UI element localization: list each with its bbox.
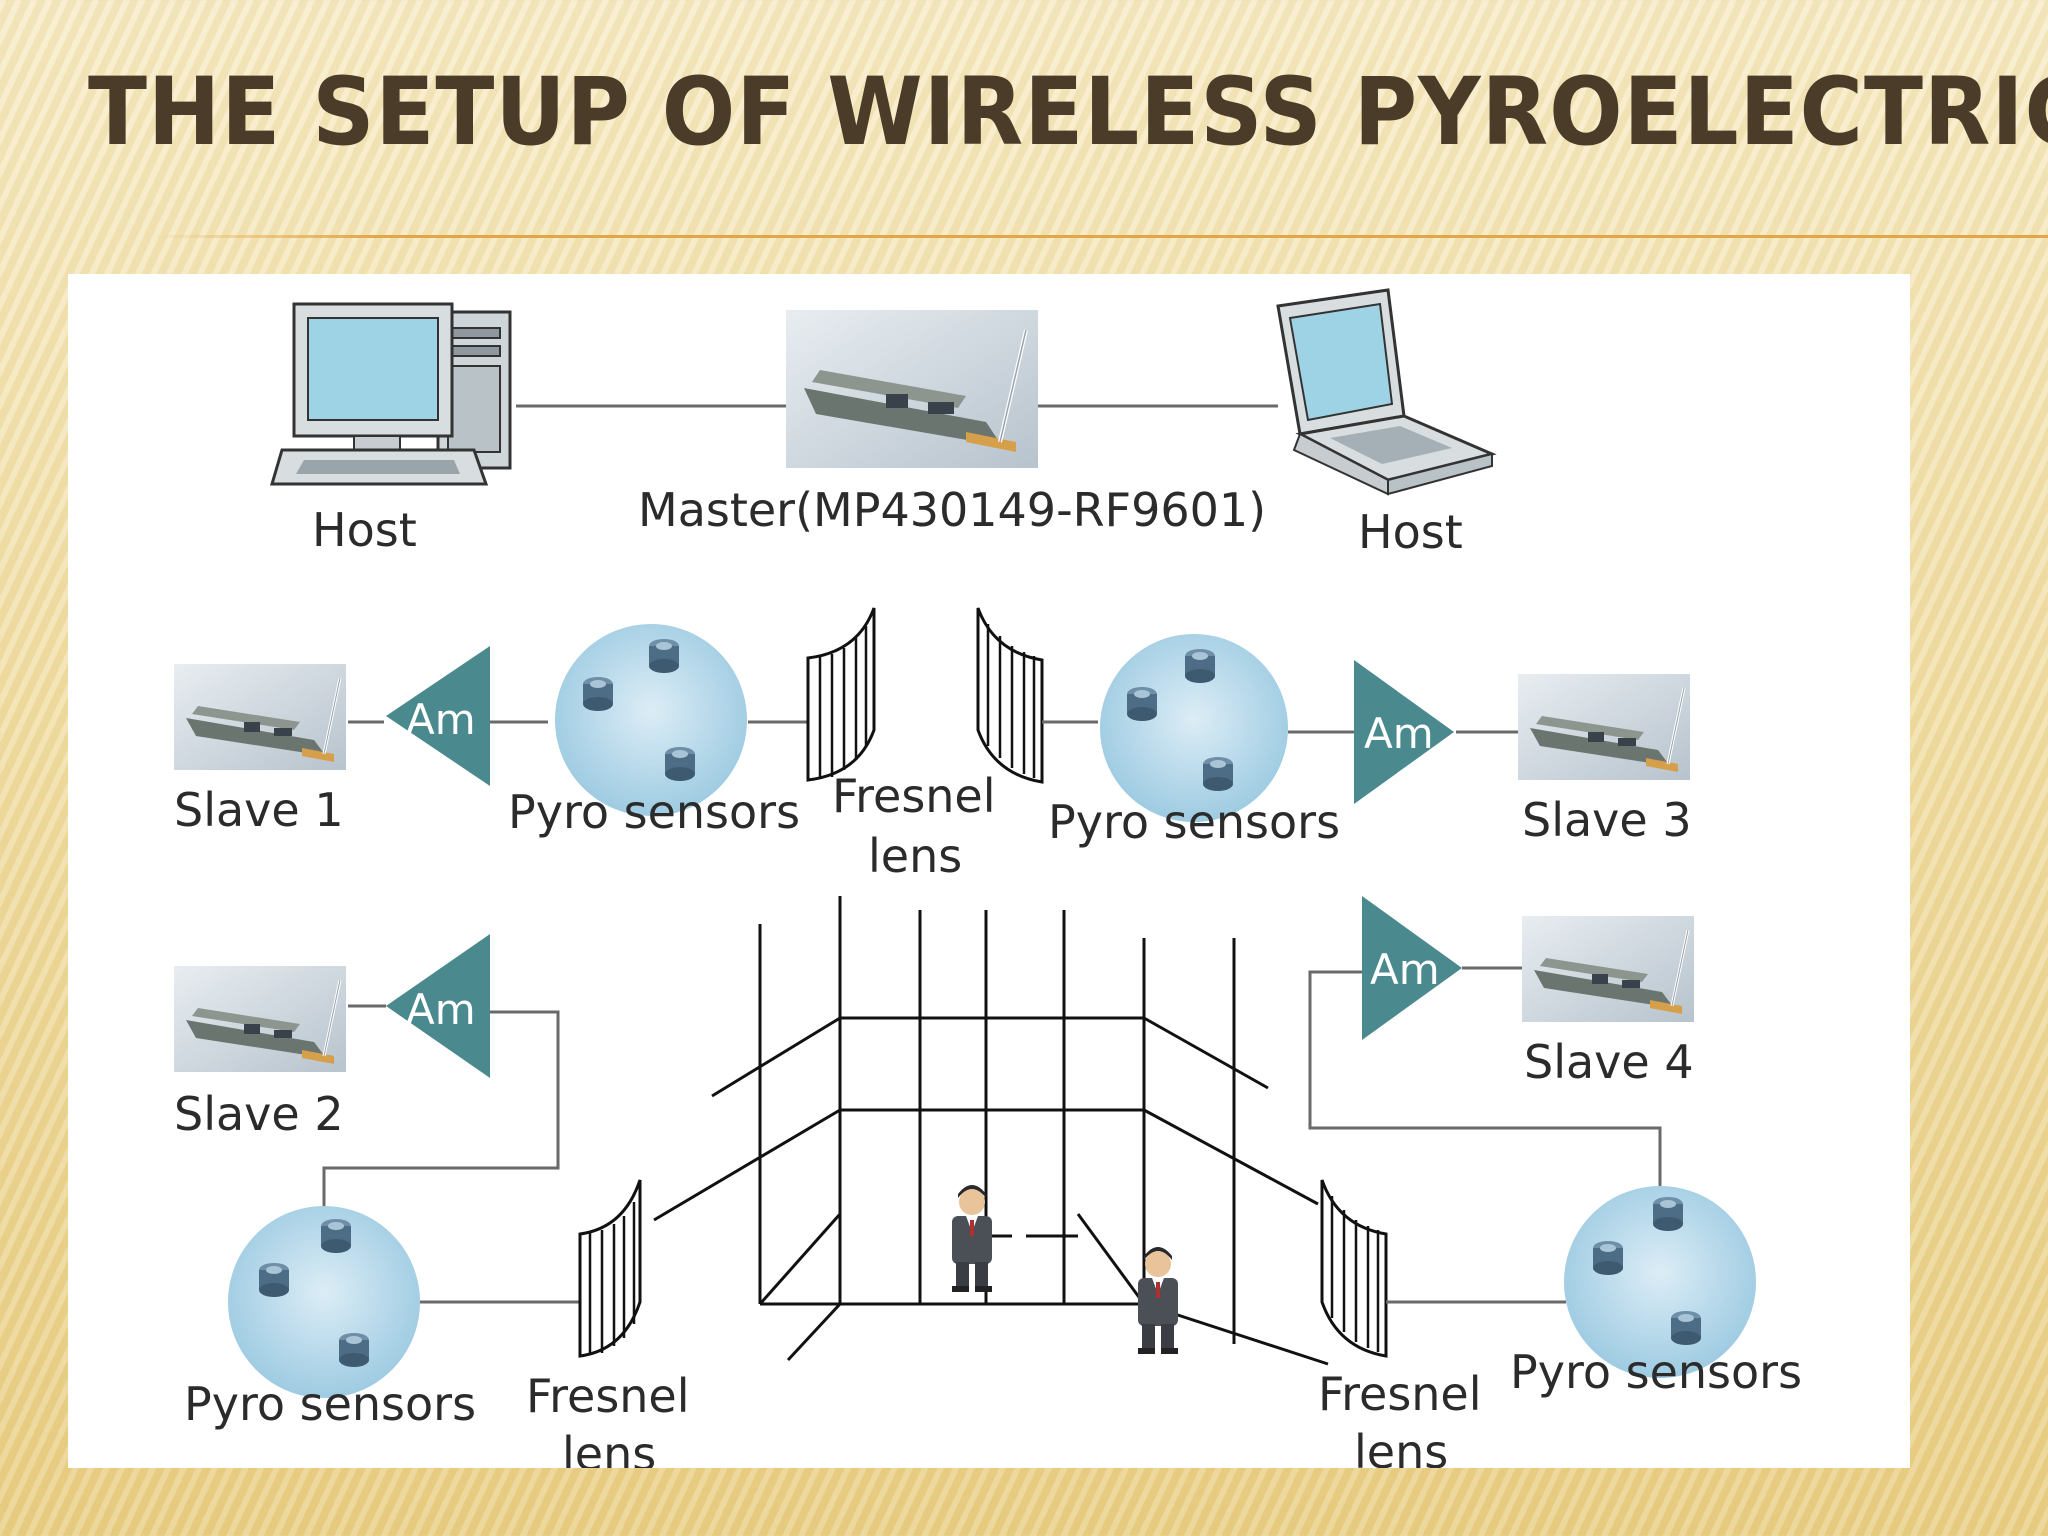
fresnel-label-left-line2: lens	[562, 1427, 656, 1468]
setup-diagram: Host Master(MP430149-RF9601) Host Slave …	[172, 288, 1802, 1468]
title-divider	[150, 235, 2048, 238]
fresnel-label-left-line1: Fresnel	[526, 1369, 690, 1423]
slave-2-board-icon	[172, 964, 348, 1074]
fresnel-label-right-line1: Fresnel	[1318, 1367, 1482, 1421]
slave-3-board-icon	[1516, 672, 1692, 782]
pyro-sensors-label-2: Pyro sensors	[1048, 795, 1340, 849]
fresnel-lens-3	[578, 1179, 642, 1358]
amplifier-4: Am	[1362, 896, 1462, 1040]
slave-1-label: Slave 1	[174, 783, 344, 837]
fresnel-lens-2	[976, 607, 1044, 784]
laptop-computer-icon	[1276, 288, 1497, 496]
pyro-sensors-cluster-1	[555, 624, 747, 816]
amplifier-3: Am	[1354, 660, 1454, 804]
slide-title: THE SETUP OF WIRELESS PYROELECTRIC	[88, 58, 2048, 167]
pyro-sensors-label-3: Pyro sensors	[184, 1377, 476, 1431]
fresnel-label-right-line2: lens	[1354, 1425, 1448, 1468]
host-left-label: Host	[312, 503, 417, 557]
slave-4-board-icon	[1520, 914, 1696, 1024]
slave-2-label: Slave 2	[174, 1087, 344, 1141]
amplifier-1: Am	[386, 646, 490, 786]
master-board-icon	[786, 310, 1038, 468]
pyro-sensors-cluster-3	[228, 1206, 420, 1398]
host-right-label: Host	[1358, 505, 1463, 559]
fresnel-label-top-line2: lens	[868, 829, 962, 883]
amplifier-1-label: Am	[406, 695, 476, 744]
pyro-sensors-cluster-2	[1100, 634, 1288, 822]
pyro-sensors-cluster-4	[1564, 1186, 1756, 1378]
amplifier-4-label: Am	[1370, 945, 1440, 994]
pyro-sensors-label-1: Pyro sensors	[508, 785, 800, 839]
monitoring-room-grid	[653, 896, 1329, 1366]
amplifier-2-label: Am	[406, 985, 476, 1034]
fresnel-lens-1	[806, 607, 876, 782]
slave-4-label: Slave 4	[1524, 1035, 1694, 1089]
master-label: Master(MP430149-RF9601)	[638, 483, 1266, 537]
slave-3-label: Slave 3	[1522, 793, 1692, 847]
fresnel-lens-4	[1320, 1179, 1388, 1358]
diagram-panel: Host Master(MP430149-RF9601) Host Slave …	[68, 274, 1910, 1468]
desktop-computer-icon	[269, 302, 512, 486]
amplifier-3-label: Am	[1364, 709, 1434, 758]
amplifier-2: Am	[386, 934, 490, 1078]
fresnel-label-top-line1: Fresnel	[832, 769, 996, 823]
slave-1-board-icon	[172, 662, 348, 772]
pyro-sensors-label-4: Pyro sensors	[1510, 1345, 1802, 1399]
